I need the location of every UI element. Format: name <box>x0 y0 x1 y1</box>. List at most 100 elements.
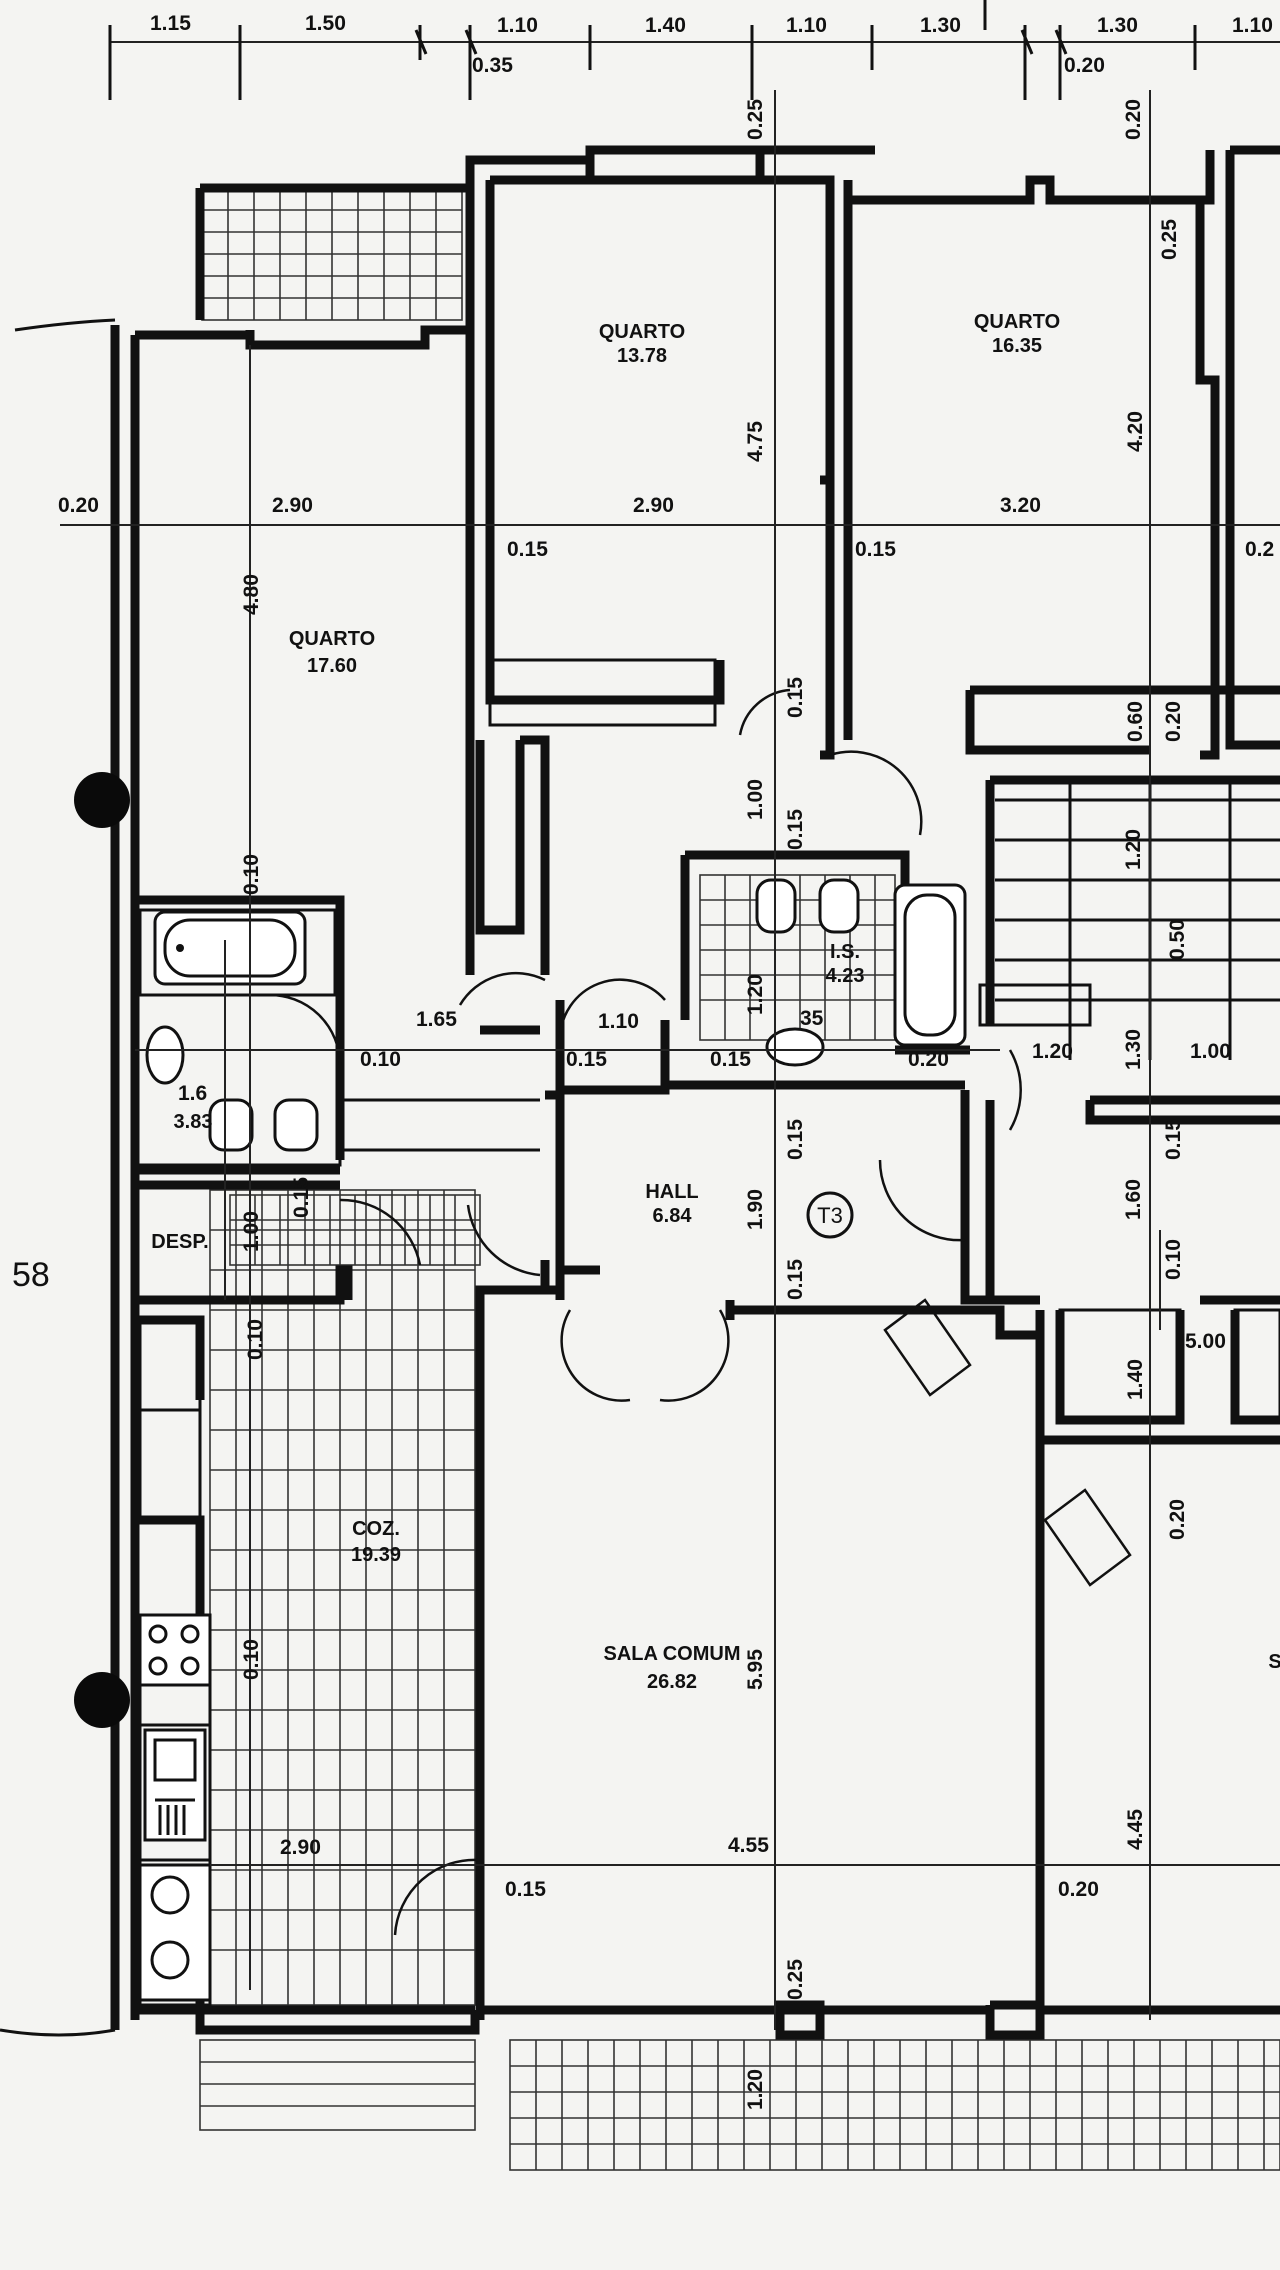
top-dim-7: 1.30 <box>1097 14 1138 37</box>
dim-label: 1.20 <box>744 974 767 1015</box>
dim-label: 0.50 <box>1166 919 1189 960</box>
dim-label: 1.00 <box>1190 1040 1231 1063</box>
room-sala-name: SALA COMUM <box>603 1643 740 1665</box>
dim-label: 0.15 <box>784 1259 807 1300</box>
appliances-kitchen <box>138 1863 212 2002</box>
dim-label: 0.15 <box>710 1048 751 1071</box>
dim-label: 0.15 <box>855 538 896 561</box>
stove-kitchen <box>138 1613 212 1687</box>
room-hall-area: 6.84 <box>653 1205 693 1227</box>
room-quarto-3-name: QUARTO <box>289 628 375 650</box>
dim-label: 2.90 <box>633 494 674 517</box>
top-dim-5: 1.10 <box>786 14 827 37</box>
top-dim-6: 1.30 <box>920 14 961 37</box>
unit-tag-t3: T3 <box>806 1191 854 1239</box>
dim-label: 0.20 <box>1166 1499 1189 1540</box>
unit-tag-t3-label: T3 <box>817 1203 843 1228</box>
column-marker <box>74 772 130 828</box>
dim-label: 0.10 <box>240 854 263 895</box>
dim-label: 1.20 <box>744 2069 767 2110</box>
sink-left <box>145 1025 185 1085</box>
dim-label: 1.90 <box>744 1189 767 1230</box>
room-quarto-3-area: 17.60 <box>307 655 357 677</box>
dim-label: 1.65 <box>416 1008 457 1031</box>
column-marker <box>74 1672 130 1728</box>
room-sala-partial: S <box>1268 1651 1280 1673</box>
tile-pattern-top-balcony <box>201 187 463 321</box>
dim-label: 4.55 <box>728 1834 769 1857</box>
dim-label: 0.25 <box>744 99 767 140</box>
dim-label: 0.25 <box>1158 219 1181 260</box>
doors <box>267 688 1132 1936</box>
dim-label: 4.80 <box>240 574 263 615</box>
room-sala-area: 26.82 <box>647 1671 697 1693</box>
exterior-edge <box>14 318 116 332</box>
dim-label: 1.00 <box>744 779 767 820</box>
dim-label: 0.10 <box>240 1639 263 1680</box>
dim-label: 0.15 <box>784 809 807 850</box>
tile-pattern-bottom-balcony <box>509 2039 1280 2171</box>
dim-label: 5.95 <box>744 1649 767 1690</box>
room-is-small-area: 3.83 <box>174 1111 213 1133</box>
room-labels: QUARTO 13.78 QUARTO 16.35 QUARTO 17.60 I… <box>151 311 1060 1693</box>
walls <box>110 145 1280 2040</box>
dim-label: 1.00 <box>240 1211 263 1252</box>
dim-label: 0.15 <box>784 677 807 718</box>
dim-label: 0.15 <box>784 1119 807 1160</box>
dim-label: 0.2 <box>1245 538 1274 561</box>
sink-is <box>765 1027 825 1067</box>
dim-label: 0.60 <box>1124 701 1147 742</box>
top-dim-3: 1.10 <box>497 14 538 37</box>
bathtub-is <box>893 883 967 1047</box>
sub-dim-2: 0.20 <box>1064 54 1105 77</box>
dim-label: 5.00 <box>1185 1330 1226 1353</box>
dim-label: 4.75 <box>744 421 767 462</box>
dim-label: 0.10 <box>244 1319 267 1360</box>
interior-lines <box>133 658 1280 2007</box>
room-is-area: 4.23 <box>826 965 865 987</box>
room-is-name: I.S. <box>830 941 860 963</box>
dim-label: 0.15 <box>507 538 548 561</box>
dim-label: 2.90 <box>280 1836 321 1859</box>
dim-label: 0.15 <box>505 1878 546 1901</box>
top-dim-8: 1.10 <box>1232 14 1273 37</box>
room-hall-name: HALL <box>645 1181 698 1203</box>
dim-label: 1.60 <box>1122 1179 1145 1220</box>
tile-pattern-is <box>699 874 896 1041</box>
dim-label: 4.20 <box>1124 411 1147 452</box>
dim-label: 0.10 <box>360 1048 401 1071</box>
dim-label: 0.20 <box>1058 1878 1099 1901</box>
dimension-labels: 0.20 2.90 2.90 3.20 0.15 0.15 0.2 1.65 1… <box>58 99 1274 2110</box>
dim-label: 0.20 <box>908 1048 949 1071</box>
dim-label: 1.6 <box>178 1082 207 1105</box>
dim-label: 0.15 <box>566 1048 607 1071</box>
dim-label: 0.15 <box>1162 1119 1185 1160</box>
room-quarto-1-name: QUARTO <box>599 321 685 343</box>
dim-label: 2.90 <box>272 494 313 517</box>
room-quarto-1-area: 13.78 <box>617 345 667 367</box>
dim-label: 1.30 <box>1122 1029 1145 1070</box>
dim-label: 0.20 <box>1162 701 1185 742</box>
room-desp-name: DESP. <box>151 1231 208 1253</box>
bathtub-left <box>153 910 307 986</box>
stair-treads <box>995 780 1280 1060</box>
dim-label: 0.15 <box>290 1177 313 1218</box>
dim-label: 0.20 <box>58 494 99 517</box>
tile-pattern-bottom-left-balcony <box>199 2039 476 2131</box>
dim-label: 1.10 <box>598 1010 639 1033</box>
top-dim-1: 1.15 <box>150 12 191 35</box>
tile-pattern-kitchen <box>209 1189 476 2006</box>
room-quarto-2-area: 16.35 <box>992 335 1042 357</box>
top-dim-4: 1.40 <box>645 14 686 37</box>
dim-label: 1.20 <box>1032 1040 1073 1063</box>
dim-label: 0.20 <box>1122 99 1145 140</box>
sub-dim-1: 0.35 <box>472 54 513 77</box>
tile-pattern-kitchen-top <box>229 1194 481 1266</box>
dim-label: 0.10 <box>1162 1239 1185 1280</box>
room-coz-area: 19.39 <box>351 1544 401 1566</box>
dim-label: 1.40 <box>1124 1359 1147 1400</box>
room-coz-name: COZ. <box>352 1518 400 1540</box>
dim-label: 3.20 <box>1000 494 1041 517</box>
sink-kitchen <box>143 1728 207 1842</box>
